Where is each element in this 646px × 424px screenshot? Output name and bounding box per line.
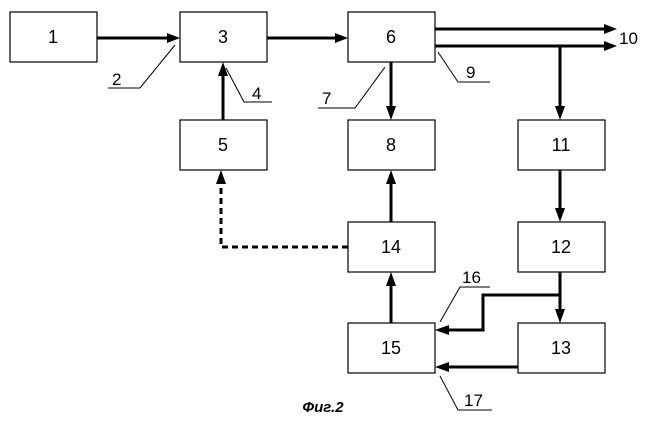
dashed-arrow-14-to-5 [216, 170, 348, 247]
block-11: 11 [518, 120, 605, 170]
block-8-label: 8 [386, 135, 396, 155]
arrow-11-to-12 [555, 170, 565, 222]
block-14: 14 [348, 222, 435, 272]
ref-17: 17 [464, 391, 483, 410]
block-5: 5 [180, 120, 267, 170]
arrow-6-to-10-lower [435, 41, 617, 51]
block-14-label: 14 [381, 237, 401, 257]
block-15-label: 15 [381, 338, 401, 358]
arrow-1-to-3 [97, 33, 180, 43]
block-1: 1 [10, 12, 97, 62]
arrow-6-to-11 [555, 46, 565, 120]
block-3: 3 [180, 12, 267, 62]
block-6-label: 6 [386, 27, 396, 47]
block-8: 8 [348, 120, 435, 170]
block-13-label: 13 [551, 338, 571, 358]
leader-4 [226, 68, 272, 102]
arrow-5-to-3 [218, 62, 228, 120]
leader-9 [438, 52, 490, 82]
block-11-label: 11 [552, 135, 571, 155]
block-12-label: 12 [551, 237, 571, 257]
arrow-13-to-15 [435, 362, 518, 372]
arrow-3-to-6 [267, 33, 348, 43]
ref-7: 7 [322, 89, 331, 108]
arrow-14-to-8 [386, 170, 396, 222]
ref-2: 2 [112, 70, 121, 89]
ref-9: 9 [466, 63, 475, 82]
ref-4: 4 [252, 84, 261, 103]
block-15: 15 [348, 323, 435, 373]
block-5-label: 5 [218, 135, 228, 155]
arrow-6-to-8 [386, 62, 396, 120]
ref-16: 16 [462, 268, 481, 287]
block-1-label: 1 [48, 27, 58, 47]
ref-10: 10 [619, 29, 638, 48]
arrow-15-to-14 [386, 272, 396, 323]
arrow-6-to-10-upper [435, 24, 617, 34]
block-6: 6 [348, 12, 435, 62]
arrow-12-to-13 [555, 272, 565, 323]
block-13: 13 [518, 323, 605, 373]
block-3-label: 3 [218, 27, 228, 47]
block-12: 12 [518, 222, 605, 272]
figure-caption: Фиг.2 [302, 399, 344, 416]
